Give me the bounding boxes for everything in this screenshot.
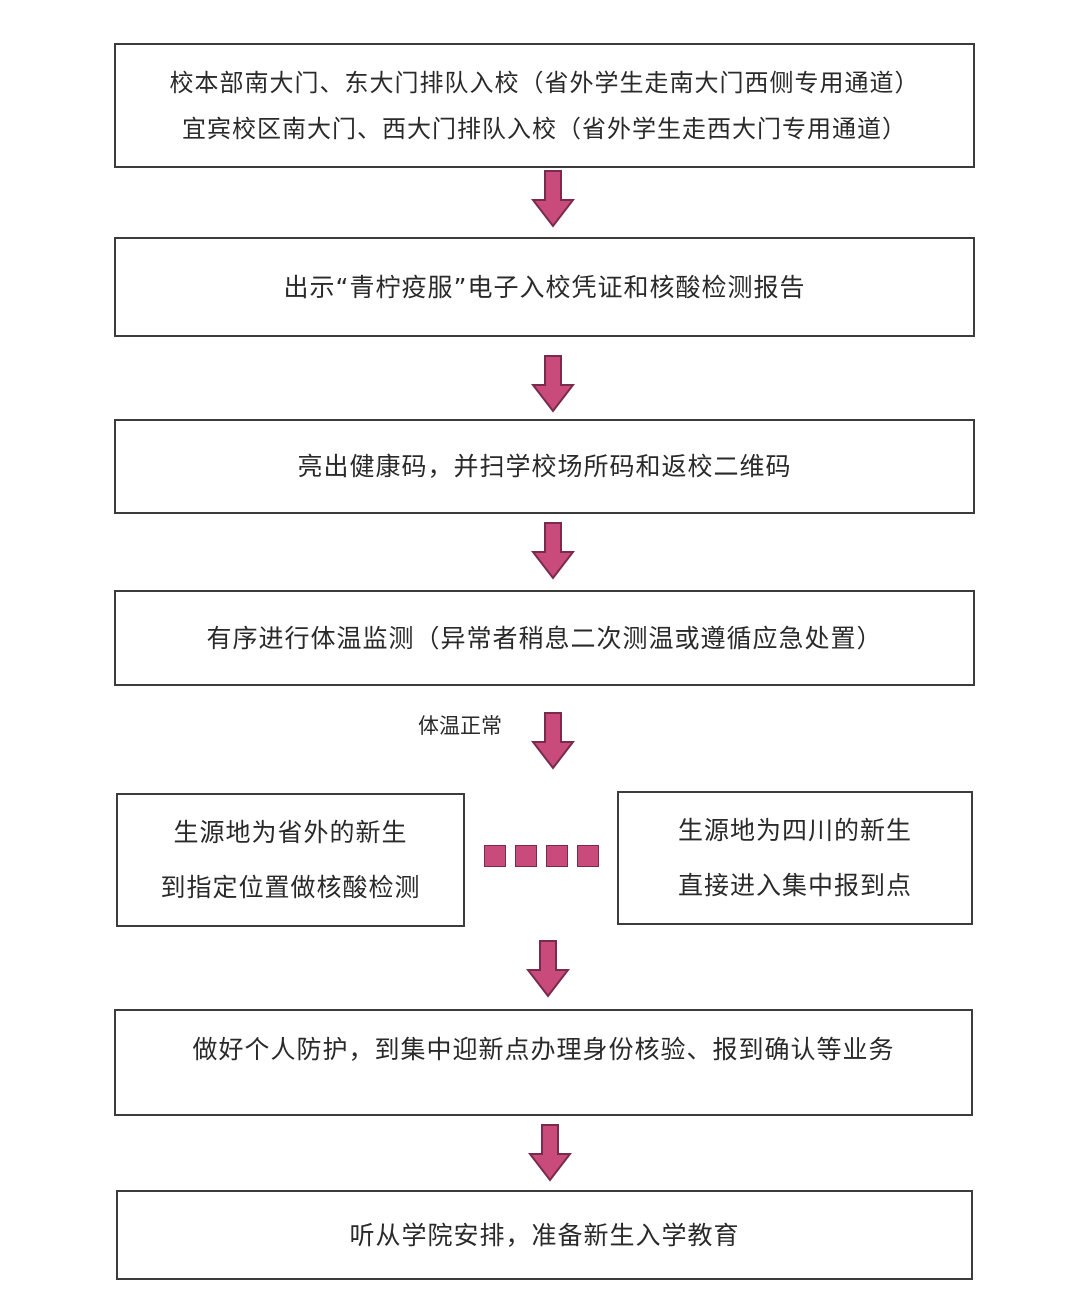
- down-arrow-icon: [531, 522, 575, 580]
- step-text-main-campus: 校本部南大门、东大门排队入校（省外学生走南大门西侧专用通道）: [169, 68, 920, 97]
- step-text-registration: 做好个人防护，到集中迎新点办理身份核验、报到确认等业务: [192, 1035, 895, 1064]
- branch-box-out-of-province: 生源地为省外的新生 到指定位置做核酸检测: [116, 793, 465, 927]
- step-text-college-arrangement: 听从学院安排，准备新生入学教育: [349, 1220, 740, 1250]
- step-box-show-credentials: 出示“青柠疫服”电子入校凭证和核酸检测报告: [114, 237, 975, 337]
- edge-label-temperature-normal: 体温正常: [418, 714, 502, 738]
- separator-square-icon: [484, 845, 506, 867]
- down-arrow-icon: [526, 940, 570, 998]
- step-text-show-credentials: 出示“青柠疫服”电子入校凭证和核酸检测报告: [283, 272, 806, 302]
- separator-square-icon: [577, 845, 599, 867]
- step-box-registration: 做好个人防护，到集中迎新点办理身份核验、报到确认等业务: [114, 1009, 973, 1116]
- branch-text-out-of-province-line2: 到指定位置做核酸检测: [160, 873, 421, 902]
- step-box-college-arrangement: 听从学院安排，准备新生入学教育: [116, 1190, 973, 1280]
- branch-text-out-of-province-line1: 生源地为省外的新生: [173, 818, 408, 847]
- branch-box-sichuan: 生源地为四川的新生 直接进入集中报到点: [617, 791, 973, 925]
- branch-text-sichuan-line1: 生源地为四川的新生: [677, 816, 912, 845]
- separator-square-icon: [515, 845, 537, 867]
- step-text-health-code: 亮出健康码，并扫学校场所码和返校二维码: [297, 452, 792, 481]
- step-text-temperature-check: 有序进行体温监测（异常者稍息二次测温或遵循应急处置）: [206, 623, 883, 653]
- down-arrow-icon: [531, 170, 575, 228]
- down-arrow-icon: [531, 355, 575, 413]
- separator-square-icon: [546, 845, 568, 867]
- down-arrow-icon: [528, 1124, 572, 1182]
- down-arrow-icon: [531, 712, 575, 770]
- step-text-yibin-campus: 宜宾校区南大门、西大门排队入校（省外学生走西大门专用通道）: [182, 114, 907, 143]
- step-box-entry-gates: 校本部南大门、东大门排队入校（省外学生走南大门西侧专用通道） 宜宾校区南大门、西…: [114, 43, 975, 168]
- step-box-temperature-check: 有序进行体温监测（异常者稍息二次测温或遵循应急处置）: [114, 590, 975, 686]
- step-box-health-code: 亮出健康码，并扫学校场所码和返校二维码: [114, 419, 975, 514]
- branch-text-sichuan-line2: 直接进入集中报到点: [677, 871, 912, 900]
